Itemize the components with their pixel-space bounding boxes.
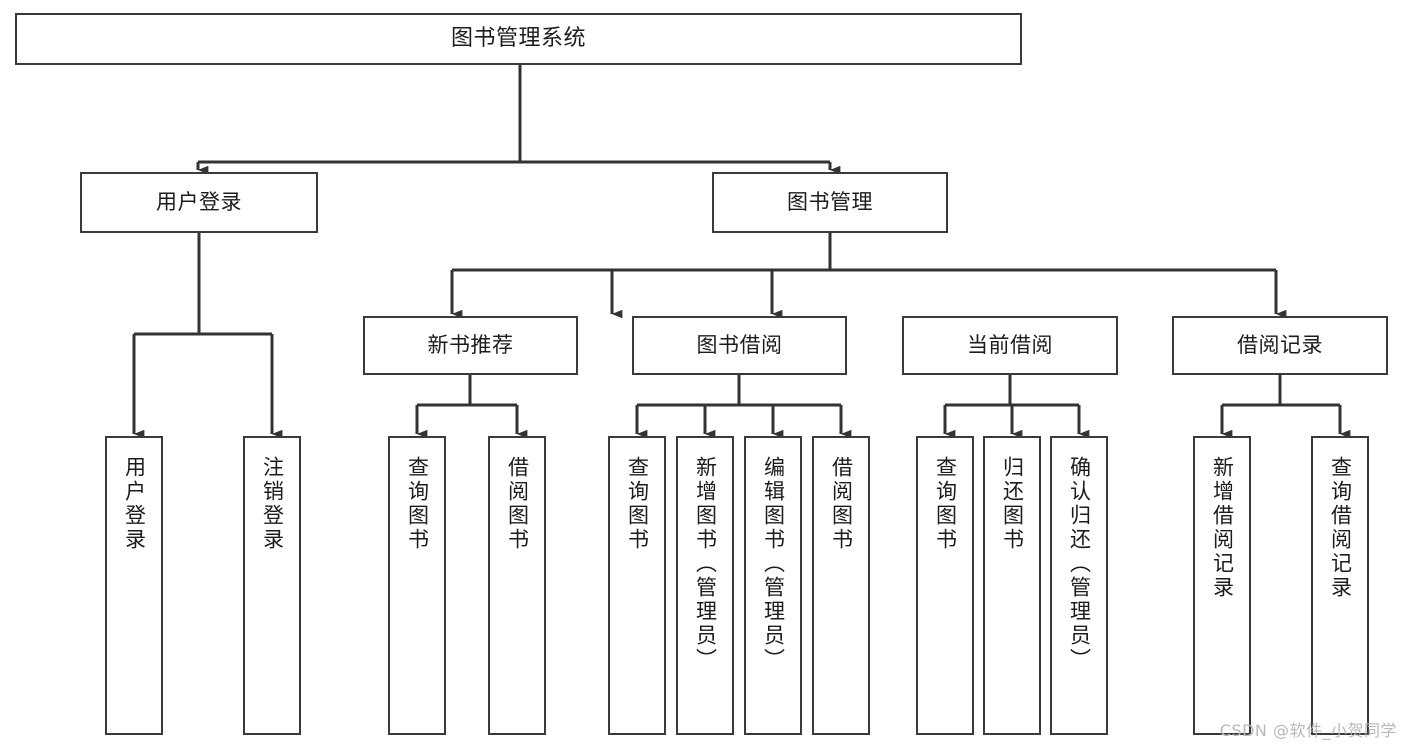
leaf-borrow-book-borrowing[interactable]: 借阅图书 xyxy=(812,436,870,735)
node-label: 借阅记录 xyxy=(1237,332,1323,357)
leaf-add-book-admin[interactable]: 新增图书（管理员） xyxy=(676,436,734,735)
leaf-query-borrowing-record[interactable]: 查询借阅记录 xyxy=(1311,436,1369,735)
node-label: 新书推荐 xyxy=(427,332,514,357)
node-book-management[interactable]: 图书管理 xyxy=(712,172,948,233)
node-root-book-management-system[interactable]: 图书管理系统 xyxy=(15,13,1022,65)
node-label: 编辑图书（管理员） xyxy=(761,456,786,672)
node-book-borrowing[interactable]: 图书借阅 xyxy=(632,316,847,375)
node-label: 新增图书（管理员） xyxy=(693,456,718,672)
node-user-login[interactable]: 用户登录 xyxy=(80,172,318,233)
leaf-logout[interactable]: 注销登录 xyxy=(243,436,301,735)
node-label: 用户登录 xyxy=(156,189,242,214)
node-new-book-recommendation[interactable]: 新书推荐 xyxy=(363,316,578,375)
leaf-add-borrowing-record[interactable]: 新增借阅记录 xyxy=(1193,436,1251,735)
leaf-return-book[interactable]: 归还图书 xyxy=(983,436,1041,735)
node-label: 查询图书 xyxy=(405,456,430,552)
node-label: 查询借阅记录 xyxy=(1328,456,1353,600)
leaf-edit-book-admin[interactable]: 编辑图书（管理员） xyxy=(744,436,802,735)
leaf-query-book-current[interactable]: 查询图书 xyxy=(916,436,974,735)
node-label: 用户登录 xyxy=(122,456,147,552)
leaf-query-book-borrowing[interactable]: 查询图书 xyxy=(608,436,666,735)
leaf-query-book-recommend[interactable]: 查询图书 xyxy=(388,436,446,735)
node-label: 新增借阅记录 xyxy=(1210,456,1235,600)
node-label: 注销登录 xyxy=(260,456,285,552)
node-label: 查询图书 xyxy=(933,456,958,552)
node-borrowing-records[interactable]: 借阅记录 xyxy=(1172,316,1388,375)
node-label: 借阅图书 xyxy=(829,456,854,552)
leaf-confirm-return-admin[interactable]: 确认归还（管理员） xyxy=(1050,436,1108,735)
node-label: 确认归还（管理员） xyxy=(1067,456,1092,672)
node-current-borrowing[interactable]: 当前借阅 xyxy=(902,316,1118,375)
node-label: 图书借阅 xyxy=(696,332,783,357)
leaf-borrow-book-recommend[interactable]: 借阅图书 xyxy=(488,436,546,735)
node-label: 查询图书 xyxy=(625,456,650,552)
node-label: 借阅图书 xyxy=(505,456,530,552)
node-label: 归还图书 xyxy=(1000,456,1025,552)
leaf-user-login[interactable]: 用户登录 xyxy=(105,436,163,735)
node-label: 当前借阅 xyxy=(967,332,1053,357)
node-label: 图书管理系统 xyxy=(450,25,586,51)
node-label: 图书管理 xyxy=(787,189,873,214)
csdn-watermark: CSDN @软件_小贺同学 xyxy=(1219,721,1397,740)
